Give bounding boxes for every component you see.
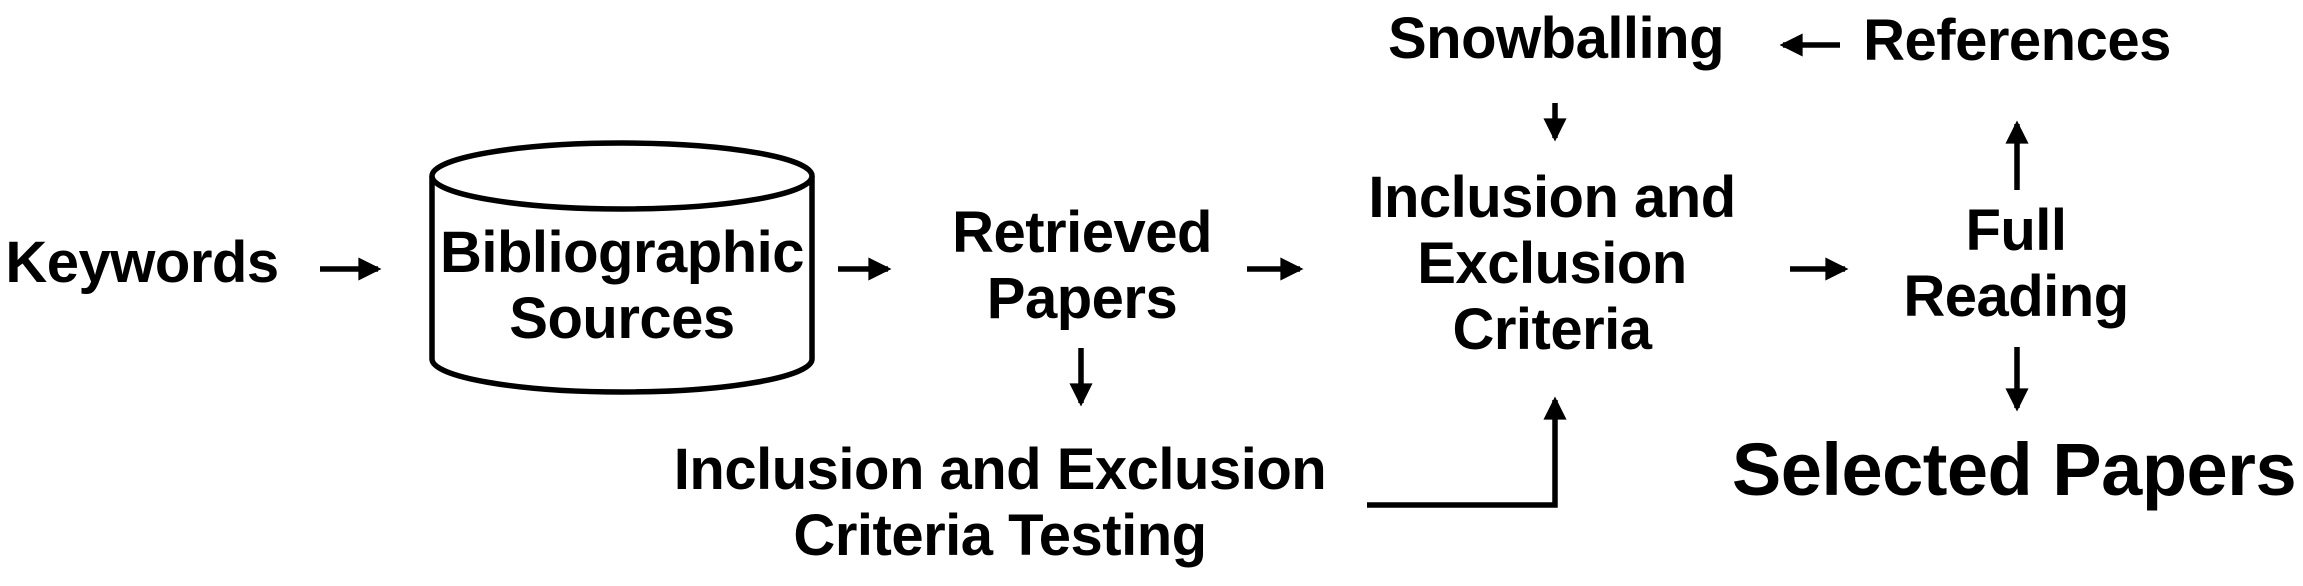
criteria-line3: Criteria	[1452, 297, 1652, 362]
criteria-testing-line2: Criteria Testing	[793, 503, 1207, 568]
bibliographic-sources-line2: Sources	[509, 286, 735, 351]
criteria-testing-line1: Inclusion and Exclusion	[673, 437, 1327, 502]
arrow-criteria-testing-to-criteria-elbow	[1367, 396, 1567, 508]
bibliographic-sources-line1: Bibliographic	[439, 220, 805, 285]
full-reading-line1: Full	[1965, 198, 2067, 263]
node-references: References	[1863, 8, 2171, 74]
node-keywords: Keywords	[5, 230, 279, 296]
references-label: References	[1863, 8, 2171, 73]
full-reading-line2: Reading	[1903, 264, 2129, 329]
node-bibliographic-sources: Bibliographic Sources	[439, 220, 805, 352]
node-retrieved-papers: Retrieved Papers	[952, 200, 1212, 332]
keywords-label: Keywords	[5, 230, 279, 295]
node-selected-papers: Selected Papers	[1731, 428, 2297, 511]
cylinder-top-ellipse	[429, 140, 815, 212]
criteria-line1: Inclusion and	[1368, 165, 1736, 230]
node-criteria-testing: Inclusion and Exclusion Criteria Testing	[673, 437, 1327, 569]
retrieved-papers-line1: Retrieved	[952, 200, 1212, 265]
retrieved-papers-line2: Papers	[986, 266, 1178, 331]
node-inclusion-exclusion-criteria: Inclusion and Exclusion Criteria	[1368, 165, 1736, 363]
snowballing-label: Snowballing	[1387, 6, 1725, 71]
node-snowballing: Snowballing	[1387, 6, 1725, 72]
node-full-reading: Full Reading	[1903, 198, 2129, 330]
cylinder-body	[429, 176, 815, 395]
criteria-line2: Exclusion	[1417, 231, 1687, 296]
selected-papers-label: Selected Papers	[1731, 428, 2297, 511]
